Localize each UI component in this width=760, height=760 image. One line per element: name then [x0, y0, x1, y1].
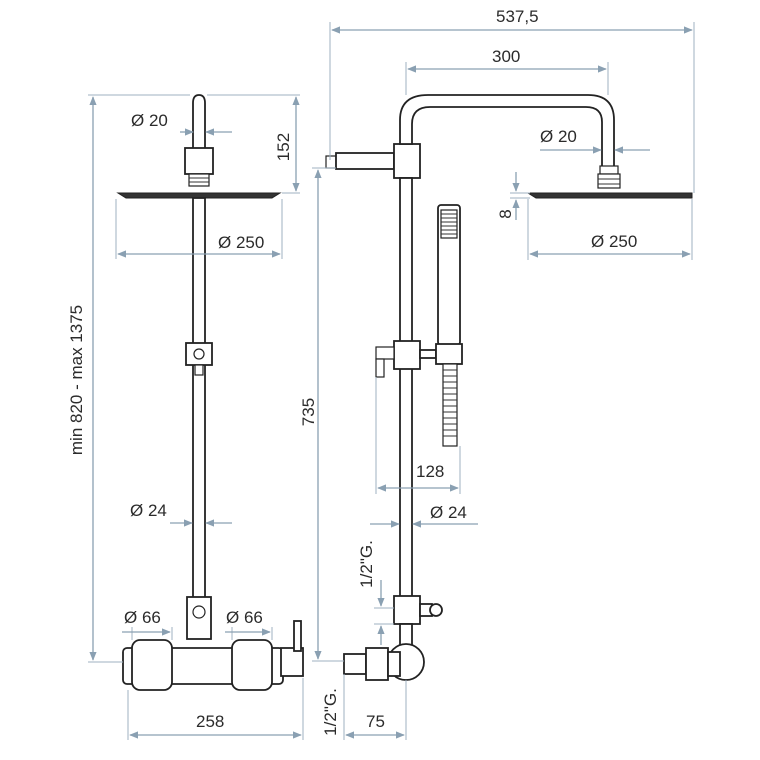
front-head-nut — [188, 173, 210, 187]
side-column-diameter-label: Ø 24 — [430, 503, 467, 522]
side-shower-head — [526, 192, 693, 199]
side-head-nut — [597, 173, 621, 189]
front-column-diameter-label: Ø 24 — [130, 501, 167, 520]
front-pipe-diameter-label: Ø 20 — [131, 111, 168, 130]
front-right-escutcheon — [231, 639, 273, 691]
side-arm-reach-label: 300 — [492, 47, 520, 66]
front-top-pipe — [192, 94, 206, 150]
front-view: Ø 20 152 Ø 250 min 820 - max 1375 Ø 24 Ø… — [67, 94, 304, 740]
side-hand-shower-nozzle — [440, 209, 458, 239]
front-top-connector — [184, 147, 214, 175]
side-head-thickness-label: 8 — [496, 209, 515, 218]
front-shower-head — [116, 192, 282, 199]
side-hand-shower-grid — [441, 213, 457, 235]
side-slider-knob — [375, 346, 395, 360]
front-head-height-label: 152 — [274, 133, 293, 161]
side-column — [399, 177, 413, 599]
front-right-escutcheon-label: Ø 66 — [226, 608, 263, 627]
side-wall-offset-label: 75 — [366, 712, 385, 731]
front-handle-knob — [280, 647, 304, 677]
side-head-diameter-label: Ø 250 — [591, 232, 637, 251]
side-hand-shower-offset-label: 128 — [416, 462, 444, 481]
front-lever — [293, 620, 302, 652]
side-wall-bracket — [335, 152, 395, 170]
front-head-diameter-label: Ø 250 — [218, 233, 264, 252]
side-column-height-label: 735 — [299, 398, 318, 426]
side-hose — [442, 363, 458, 447]
front-left-escutcheon-label: Ø 66 — [124, 608, 161, 627]
front-total-height-label: min 820 - max 1375 — [67, 305, 86, 455]
side-inlet-thread-label: 1/2"G. — [321, 688, 340, 736]
front-left-escutcheon — [131, 639, 173, 691]
side-pipe-diameter-label: Ø 20 — [540, 127, 577, 146]
side-hand-holder — [435, 343, 463, 365]
side-slider — [393, 340, 421, 370]
side-head-connector — [599, 165, 619, 175]
side-diverter — [393, 595, 421, 625]
side-outlet-thread-label: 1/2"G. — [357, 540, 376, 588]
side-wall-plug — [325, 155, 337, 169]
side-top-bracket — [393, 143, 421, 179]
side-shower-arm — [399, 94, 615, 169]
front-column — [192, 197, 206, 604]
side-diverter-outlet — [429, 603, 443, 617]
side-total-projection-label: 537,5 — [496, 7, 539, 26]
side-mixer-nut — [343, 653, 367, 675]
side-mixer-escutcheon — [365, 647, 389, 681]
side-view: 537,5 300 Ø 20 8 Ø 250 735 128 — [299, 7, 695, 740]
front-mixer-width-label: 258 — [196, 712, 224, 731]
